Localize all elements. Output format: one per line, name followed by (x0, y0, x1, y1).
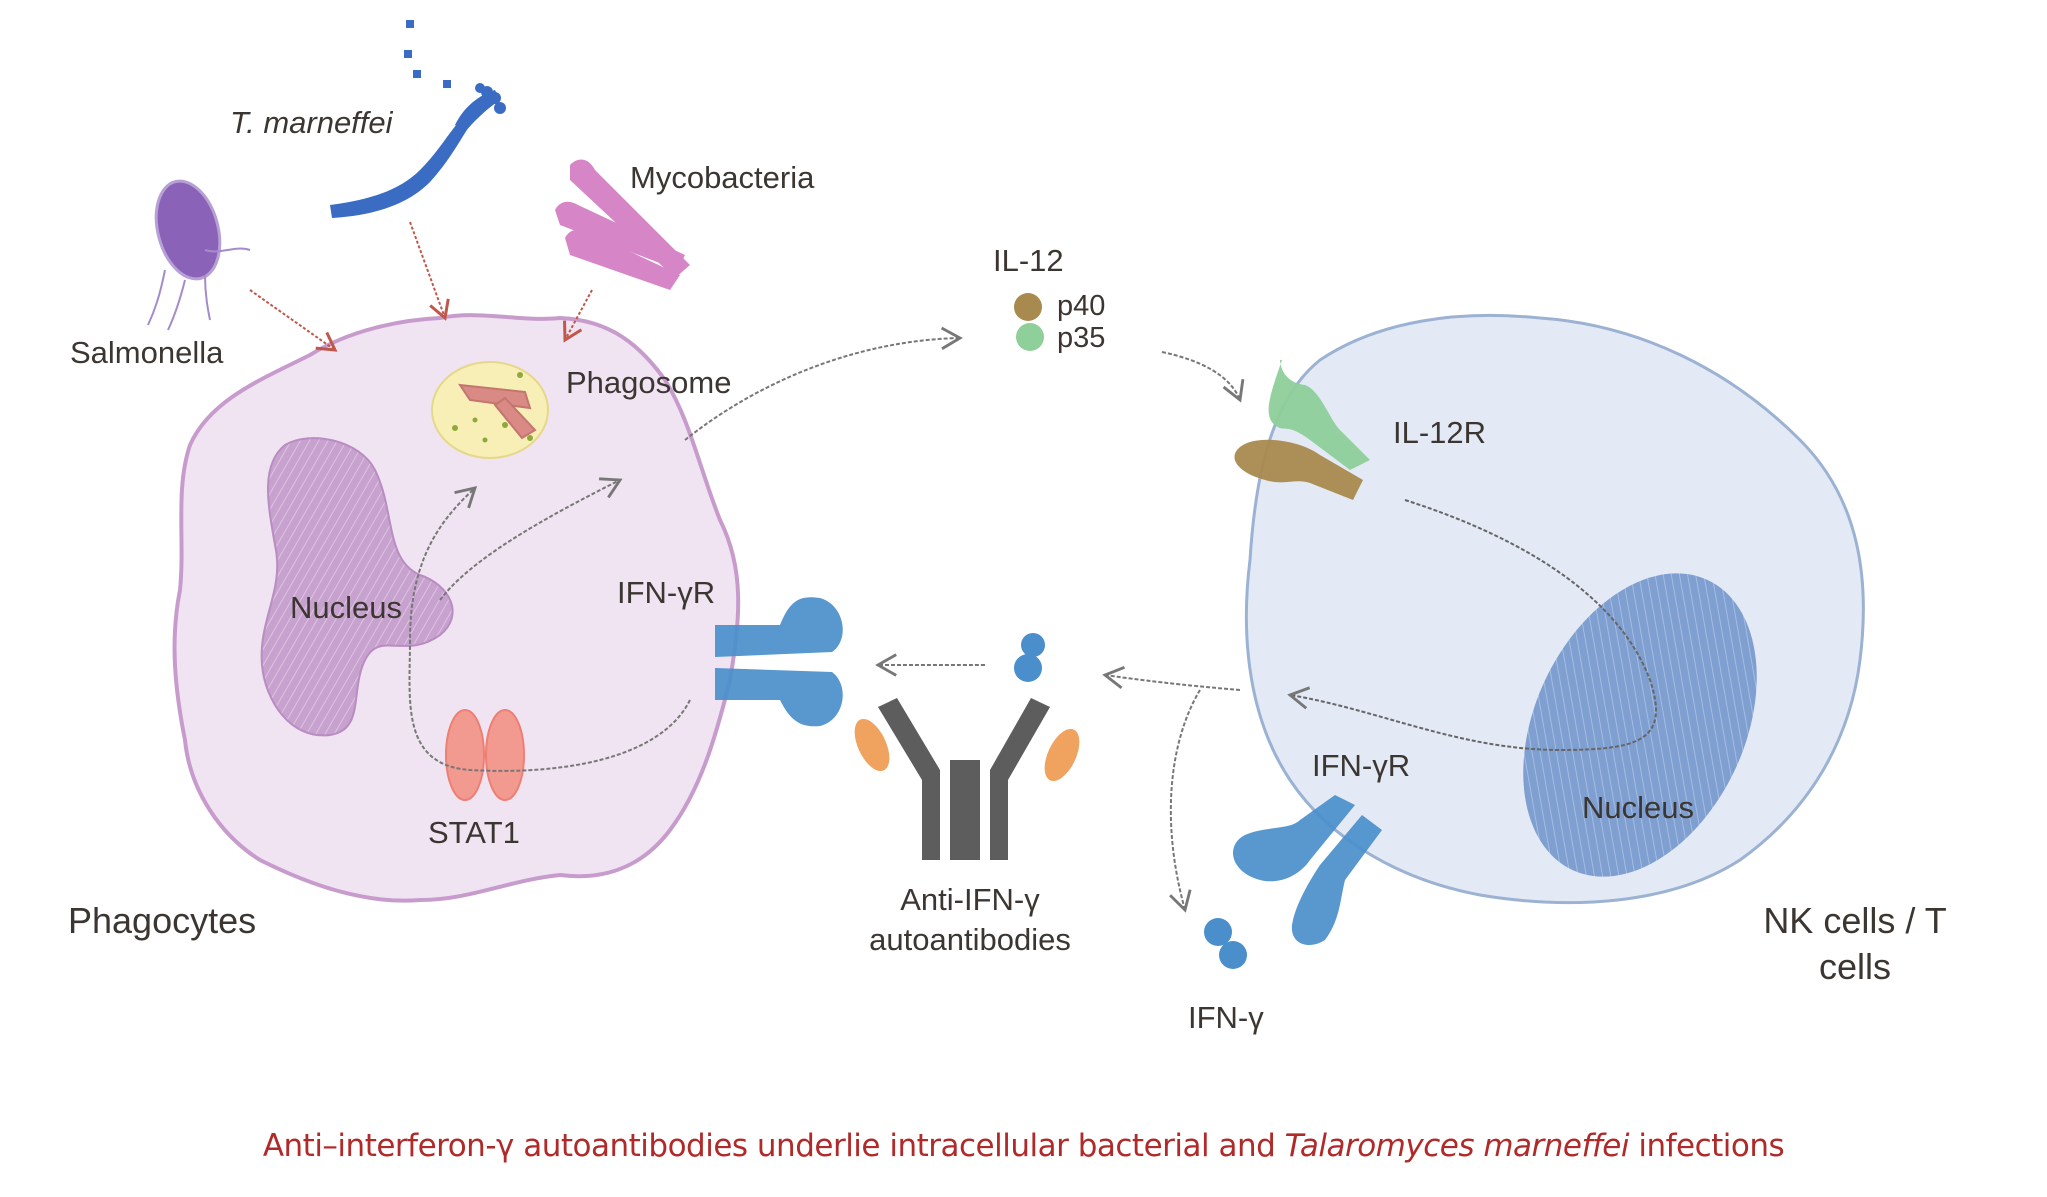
arrow-ifng-release (1169, 689, 1201, 913)
released-ifng-icon (1204, 918, 1247, 969)
label-stat1: STAT1 (428, 815, 520, 850)
label-phagocytes: Phagocytes (68, 900, 257, 941)
phagocyte-cell (172, 313, 741, 903)
nk-ifngr-receptor-icon (1233, 795, 1382, 945)
arrow-salmonella-to-phagocyte (249, 289, 338, 352)
label-antibody: Anti-IFN-γ autoantibodies (840, 880, 1100, 960)
salmonella-icon (147, 179, 251, 331)
caption-species: Talaromyces marneffei (1284, 1128, 1630, 1164)
label-il12: IL-12 (993, 243, 1064, 278)
signal-arrow-nk-loop (1287, 499, 1657, 752)
label-phagocyte-ifngr: IFN-γR (617, 575, 716, 610)
il12-p35-icon (1016, 323, 1044, 351)
label-phagosome: Phagosome (566, 365, 732, 400)
arrow-il12-to-il12r (1161, 351, 1245, 403)
il12-receptor-icon (1234, 360, 1370, 500)
arrow-nk-to-antibody-region (1102, 665, 1241, 691)
label-ifng: IFN-γ (1188, 1000, 1264, 1035)
label-mycobacteria: Mycobacteria (630, 160, 815, 195)
label-salmonella: Salmonella (70, 335, 224, 370)
phagosome (431, 361, 549, 459)
signal-arrow-to-phagosome (439, 477, 623, 601)
label-nk-nucleus: Nucleus (1582, 790, 1694, 825)
label-t-marneffei: T. marneffei (230, 105, 393, 140)
nk-nucleus-shape (1523, 573, 1757, 877)
label-nk-ifngr: IFN-γR (1312, 748, 1411, 783)
mycobacteria-icon (555, 159, 690, 290)
label-p40: p40 (1057, 290, 1106, 322)
label-nk-cells-line2: cells (1818, 946, 1892, 987)
t-marneffei-icon (330, 20, 506, 218)
anti-ifng-antibody-icon (854, 698, 1080, 860)
figure-caption: Anti–interferon-γ autoantibodies underli… (0, 1128, 2047, 1164)
nk-cell (1244, 313, 1865, 905)
phagocyte-ifngr-receptor-icon (715, 597, 843, 727)
ifng-dimer-icon (1014, 633, 1045, 682)
label-il12r: IL-12R (1393, 415, 1487, 450)
phagocyte-nucleus-shape (260, 437, 454, 737)
stat1-dimer (445, 709, 525, 801)
label-nk-cells: NK cells / T cells (1720, 898, 1990, 990)
arrow-phagocyte-to-il12 (684, 326, 963, 441)
il12-p40-icon (1014, 293, 1042, 321)
label-antibody-line2: autoantibodies (869, 922, 1071, 957)
caption-part2: infections (1629, 1128, 1785, 1164)
label-phagocyte-nucleus: Nucleus (290, 590, 402, 625)
label-nk-cells-line1: NK cells / T (1763, 900, 1947, 941)
label-p35: p35 (1057, 322, 1106, 354)
arrow-mycobacteria-to-phagocyte (563, 289, 593, 343)
arrow-tmarneffei-to-phagocyte (409, 221, 450, 321)
label-antibody-line1: Anti-IFN-γ (900, 882, 1040, 917)
caption-part1: Anti–interferon-γ autoantibodies underli… (262, 1128, 1285, 1164)
